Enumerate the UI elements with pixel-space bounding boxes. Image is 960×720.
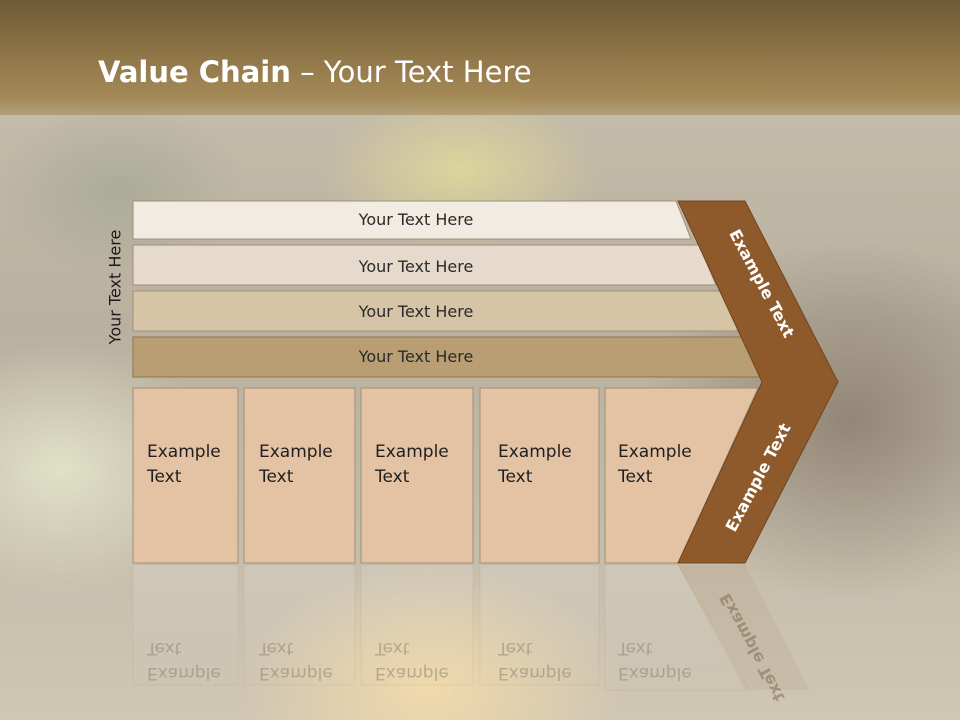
title-bar: Value Chain – Your Text Here	[0, 0, 960, 115]
slide-title[interactable]: Value Chain – Your Text Here	[98, 55, 532, 89]
chevron-shape	[677, 200, 839, 564]
title-bold: Value Chain	[98, 55, 291, 89]
cell-4-shape	[479, 387, 600, 564]
activity-rows: Your Text Here Your Text Here Your Text …	[132, 200, 764, 378]
row-1-shape	[132, 200, 692, 240]
row-4-label: Your Text Here	[358, 347, 474, 366]
row-2-shape	[132, 244, 717, 286]
cell-1-shape	[132, 387, 239, 564]
cell-5-line1: Example	[618, 442, 692, 462]
title-rest: – Your Text Here	[290, 55, 532, 89]
row-1-label: Your Text Here	[358, 210, 474, 229]
row-3-label: Your Text Here	[358, 302, 474, 321]
cell-3-line1: Example	[375, 442, 449, 462]
cell-2-shape	[243, 387, 356, 564]
cell-1-line2: Text	[147, 467, 182, 487]
reflection	[132, 564, 810, 691]
cell-4-line1: Example	[498, 442, 572, 462]
cell-4-line2: Text	[498, 467, 533, 487]
cell-2-line2: Text	[259, 467, 294, 487]
margin-chevron: Example Text Example Text Example Text	[677, 200, 839, 705]
cell-5-line2: Text	[618, 467, 653, 487]
row-2-label: Your Text Here	[358, 257, 474, 276]
cell-3-line2: Text	[375, 467, 410, 487]
cell-1-line1: Example	[147, 442, 221, 462]
cell-2-line1: Example	[259, 442, 333, 462]
primary-cells	[132, 387, 759, 564]
cell-3-shape	[360, 387, 474, 564]
